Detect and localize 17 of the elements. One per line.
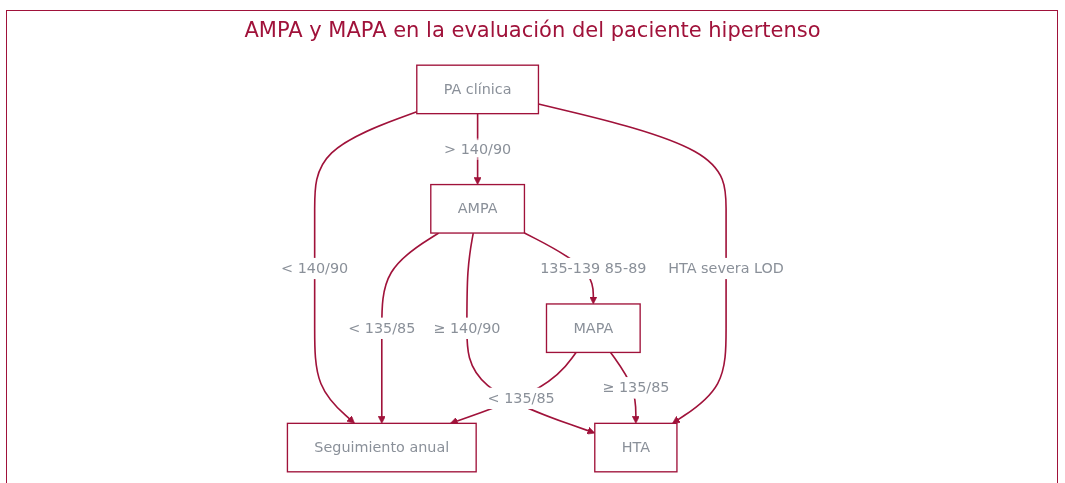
edge-label: ≥ 140/90: [433, 319, 501, 337]
edge-label: < 135/85: [487, 389, 555, 407]
edge-label: HTA severa LOD: [668, 259, 784, 277]
arrow: [377, 232, 440, 424]
edge-label: ≥ 135/85: [602, 378, 670, 396]
edge-label: < 140/90: [281, 259, 349, 277]
node-box: PA clínica: [416, 64, 540, 115]
node-box: MAPA: [545, 303, 641, 354]
node-box: AMPA: [430, 183, 526, 234]
edge-label: 135-139 85-89: [540, 259, 647, 277]
edge-label: < 135/85: [348, 319, 416, 337]
node-box: Seguimiento anual: [286, 422, 477, 473]
edge-label: > 140/90: [444, 140, 512, 158]
node-box: HTA: [594, 422, 678, 473]
diagram-title: AMPA y MAPA en la evaluación del paciente hipertenso: [243, 18, 822, 42]
arrow: [450, 351, 577, 425]
arrow: [313, 110, 418, 424]
